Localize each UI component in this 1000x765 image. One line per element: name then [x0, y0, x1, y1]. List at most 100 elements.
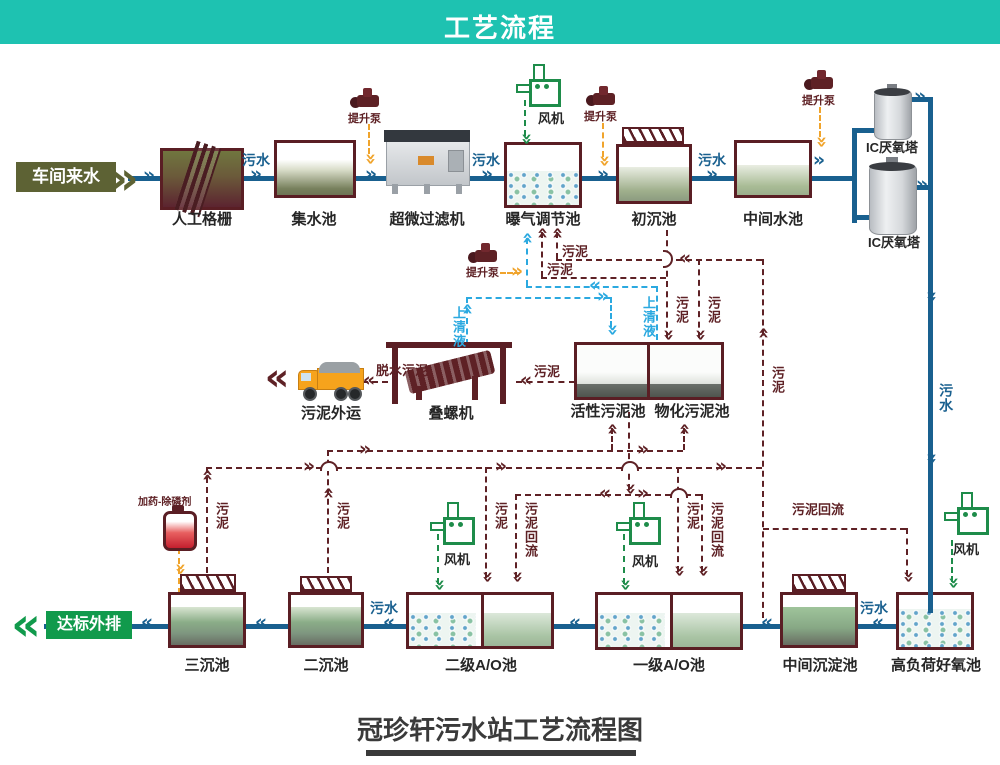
arrow-sludge-icon: [508, 568, 526, 586]
label-intermediate-sed: 中间沉淀池: [782, 657, 858, 674]
pipe-supernatant: [610, 297, 612, 327]
label-wastewater: 污水: [472, 152, 500, 168]
label-ao2: 二级A/O池: [445, 657, 517, 674]
arrow-flow-icon: [922, 450, 940, 468]
arrow-flow-icon: [478, 166, 496, 184]
tank-manual-screen: [160, 140, 244, 218]
tank-collection: [274, 140, 356, 198]
pipe-sludge: [556, 259, 762, 261]
ultrafilter-machine-icon: [384, 130, 470, 194]
label-wastewater: 污水: [938, 383, 955, 413]
label-dosing: 加药-除磷剂: [138, 497, 192, 508]
arrow-flow-icon: [594, 166, 612, 184]
arrow-sludge-icon: [676, 420, 694, 438]
ic-tower-icon: [874, 84, 912, 140]
arrow-sludge-icon: [659, 326, 677, 344]
label-intermediate-tank: 中间水池: [742, 211, 803, 228]
pipe-sludge-return: [763, 528, 906, 530]
arrow-air-icon: [430, 576, 448, 594]
blower-icon: [516, 64, 561, 110]
pipe-sludge-return: [515, 494, 517, 578]
arrow-sludge-icon: [300, 458, 318, 476]
tank-tertiary-sed: [168, 592, 246, 648]
truss-icon: [300, 576, 352, 593]
arrow-flow-icon: [913, 176, 931, 194]
arrow-flow-icon: [247, 166, 265, 184]
label-wastewater: 污水: [698, 152, 726, 168]
pipe-sludge: [698, 259, 700, 338]
arrow-flow-icon: [922, 288, 940, 306]
label-blower: 风机: [632, 554, 659, 569]
arrow-sludge-icon: [899, 568, 917, 586]
pipe-hop: [663, 250, 673, 268]
tank-ao2: [406, 592, 554, 649]
arrow-source-icon: [104, 156, 144, 202]
label-high-load-aerobic: 高负荷好氧池: [890, 657, 981, 674]
tank-aeration: [504, 142, 582, 208]
truss-icon: [792, 574, 846, 593]
arrow-pump-icon: [171, 560, 189, 578]
pipe-air-dash: [951, 540, 953, 582]
label-sludge: 污泥: [492, 502, 508, 530]
pipe-sludge-return: [906, 528, 908, 576]
arrow-air-icon: [517, 130, 535, 148]
arrow-flow-icon: [140, 167, 158, 185]
arrow-sludge-icon: [478, 568, 496, 586]
arrow-sludge-icon: [356, 441, 374, 459]
arrow-sludge-icon: [634, 485, 652, 503]
screw-press-icon: [386, 342, 512, 404]
pipe-air-dash: [623, 534, 625, 584]
arrow-air-icon: [944, 574, 962, 592]
blower-icon: [616, 502, 661, 548]
tank-high-load-aerobic: [896, 592, 974, 650]
pipe-sludge: [556, 232, 558, 259]
blower-icon: [944, 492, 989, 538]
label-sludge: 污泥: [562, 244, 589, 259]
pipe-manifold: [852, 128, 857, 223]
arrow-sludge-icon: [320, 484, 338, 502]
page-title: 工艺流程: [443, 13, 556, 43]
label-collection-tank: 集水池: [291, 211, 337, 228]
label-primary-sed: 初沉池: [631, 211, 677, 228]
label-blower: 风机: [444, 552, 471, 567]
arrow-sludge-icon: [492, 458, 510, 476]
truss-icon: [180, 574, 236, 593]
truss-icon: [622, 127, 684, 145]
label-secondary-sed: 二沉池: [303, 657, 349, 674]
tank-intermediate-sed: [780, 592, 858, 648]
label-aeration-tank: 曝气调节池: [505, 211, 581, 228]
label-supernatant: 上清液: [640, 296, 656, 338]
label-sludge-out: 污泥外运: [300, 405, 361, 422]
arrow-sludge-icon: [517, 372, 535, 390]
label-activated-sludge-tank: 活性污泥池: [570, 403, 646, 420]
label-ao1: 一级A/O池: [633, 657, 705, 674]
label-lift-pump: 提升泵: [802, 95, 835, 107]
label-dewatered-sludge: 脱水污泥: [376, 363, 429, 378]
pipe-sludge-return: [628, 412, 630, 490]
pipe-right-down: [928, 97, 933, 613]
label-physchem-sludge-tank: 物化污泥池: [654, 403, 730, 420]
lift-pump-icon: [586, 86, 616, 108]
arrow-flow-icon: [758, 614, 776, 632]
label-lift-pump: 提升泵: [584, 111, 617, 123]
arrow-sludge-icon: [634, 441, 652, 459]
label-lift-pump: 提升泵: [466, 267, 499, 279]
label-ic-tower: IC厌氧塔: [865, 140, 918, 155]
label-sludge: 污泥: [705, 296, 721, 324]
label-tertiary-sed: 三沉池: [184, 657, 230, 674]
arrow-flow-icon: [138, 614, 156, 632]
pipe-supernatant: [656, 286, 658, 340]
label-ultrafilter: 超微过滤机: [389, 211, 465, 228]
arrow-pump-icon: [508, 263, 526, 281]
source-label: 车间来水: [16, 162, 116, 192]
label-wastewater: 污水: [860, 600, 888, 616]
arrow-air-icon: [616, 576, 634, 594]
arrow-sludge-out-icon: [260, 358, 294, 398]
label-sludge: 污泥: [547, 262, 574, 277]
discharge-label: 达标外排: [46, 611, 132, 639]
lift-pump-icon: [804, 70, 834, 92]
label-sludge: 污泥: [673, 296, 689, 324]
arrow-supernatant-icon: [603, 321, 621, 339]
arrow-sludge-icon: [755, 324, 773, 342]
